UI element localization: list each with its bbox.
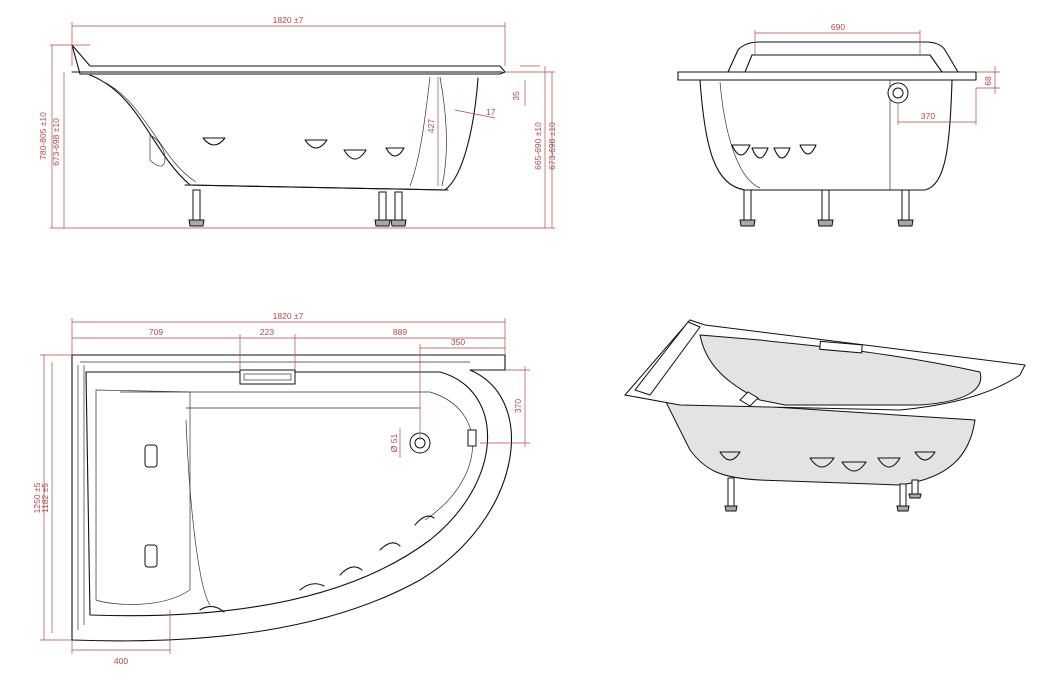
top-view-dimensions xyxy=(40,318,530,654)
tub-foot xyxy=(724,505,738,512)
side-right-height-label: 665-690 ±10 xyxy=(533,122,543,170)
top-total-depth-label: 1250 ±5 xyxy=(32,482,42,513)
tub-jet xyxy=(809,457,835,468)
top-segment-left-label: 709 xyxy=(149,327,163,337)
tub-handle xyxy=(819,340,863,354)
top-view-tub-outline xyxy=(71,354,512,642)
tub-leg xyxy=(727,477,735,507)
tub-outer-shell xyxy=(664,399,976,486)
tub-headrest xyxy=(634,321,701,396)
end-drain-offset-label: 370 xyxy=(921,111,935,121)
end-view-tub-outline xyxy=(677,41,977,227)
tub-basin xyxy=(699,334,982,406)
top-bottom-offset-label: 400 xyxy=(114,656,128,666)
end-view: 690 68 370 xyxy=(677,22,1000,227)
tub-leg xyxy=(911,479,919,495)
tub-jet xyxy=(841,461,867,472)
end-view-dimensions xyxy=(754,30,1000,125)
top-segment-mid-label: 223 xyxy=(260,327,274,337)
side-view: 1820 ±7 780-805 ±10 673-698 ±10 665-690 … xyxy=(38,15,557,229)
side-rim-thickness-label: 35 xyxy=(511,91,521,101)
side-right-rim-label: 673-698 ±10 xyxy=(547,122,557,170)
tub-jet xyxy=(877,457,901,468)
top-inner-depth-label: 1182 ±5 xyxy=(40,483,50,513)
tub-jet xyxy=(719,451,741,461)
top-view: 1820 ±7 709 223 889 350 370 Ø 51 1250 ±5… xyxy=(32,311,530,666)
side-width-label: 1820 ±7 xyxy=(273,15,304,25)
tub-foot xyxy=(908,493,922,499)
top-drain-diameter-label: Ø 51 xyxy=(389,434,399,453)
side-view-dimensions xyxy=(50,22,555,229)
side-total-height-label: 780-805 ±10 xyxy=(38,112,48,160)
top-drain-offset-label: 370 xyxy=(513,399,523,413)
isometric-view xyxy=(624,319,1026,512)
side-rim-height-label: 673-698 ±10 xyxy=(51,118,61,166)
top-radius-start-label: 350 xyxy=(451,337,465,347)
top-width-label: 1820 ±7 xyxy=(273,311,304,321)
tub-foot xyxy=(896,505,910,512)
side-view-tub-outline xyxy=(71,44,506,227)
end-headrest-width-label: 690 xyxy=(831,22,845,32)
tub-jet xyxy=(914,451,936,461)
tub-leg xyxy=(899,483,907,507)
tub-overflow xyxy=(739,391,759,407)
end-rim-label: 68 xyxy=(983,76,993,86)
side-angle-label: 17 xyxy=(486,107,496,117)
side-depth-label: 427 xyxy=(426,119,436,133)
top-segment-right-label: 889 xyxy=(393,327,407,337)
